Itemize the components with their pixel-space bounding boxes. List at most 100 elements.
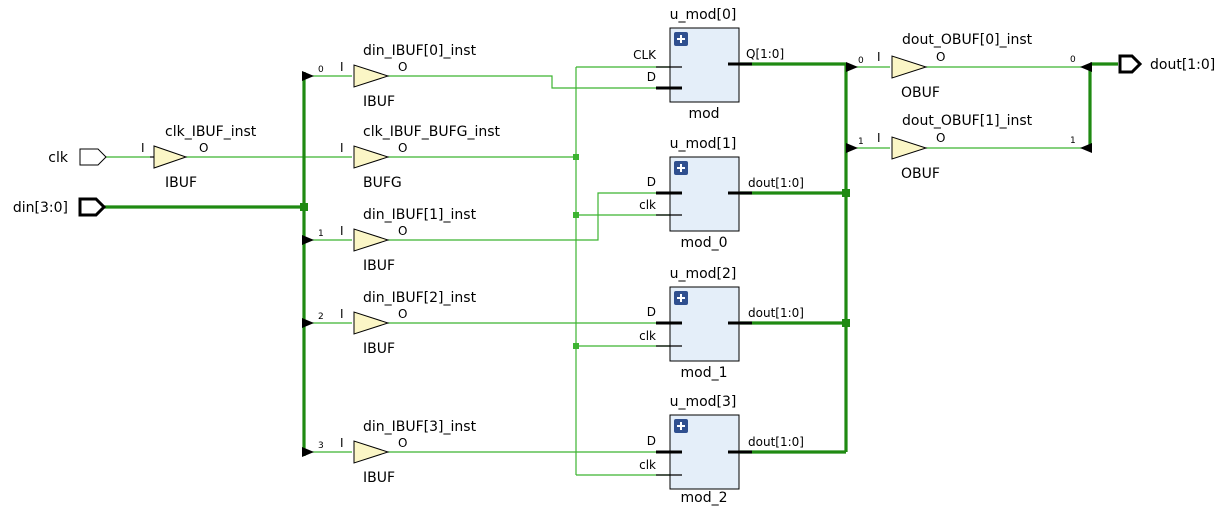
buffer-pin-out: O (398, 224, 407, 238)
bus-index-label: 3 (318, 441, 324, 451)
buffer-pin-in: I (340, 60, 344, 74)
junctions (300, 154, 850, 349)
module-pin-clk: clk (639, 198, 656, 212)
buffer-pin-in: I (877, 131, 881, 145)
buffer-instance-name: dout_OBUF[1]_inst (902, 113, 1033, 129)
module-instance-name: u_mod[1] (670, 136, 737, 152)
buffer-din0-ibuf[interactable]: din_IBUF[0]_inst 0 I O IBUF (318, 43, 477, 110)
port-din-label: din[3:0] (13, 200, 68, 216)
ripper-arrow-1 (302, 235, 314, 245)
module-block-2[interactable]: u_mod[2] D clk dout[1:0] mod_1 (639, 266, 804, 381)
module-pin-out: dout[1:0] (748, 435, 804, 449)
buffer-din3-ibuf[interactable]: din_IBUF[3]_inst 3 I O IBUF (318, 419, 477, 486)
buffer-triangle-icon[interactable] (353, 64, 390, 88)
wire-din1[interactable] (388, 192, 670, 241)
buffer-cell-type: IBUF (363, 94, 395, 110)
module-block-1[interactable]: u_mod[1] D clk dout[1:0] mod_0 (639, 136, 804, 251)
bus-index-label: 0 (858, 56, 864, 66)
buffer-triangle-icon[interactable] (353, 145, 390, 169)
buffer-dout1-obuf[interactable]: dout_OBUF[1]_inst 1 I O 1 OBUF (858, 113, 1076, 182)
buffer-din1-ibuf[interactable]: din_IBUF[1]_inst 1 I O IBUF (318, 207, 477, 274)
buffer-instance-name: clk_IBUF_BUFG_inst (363, 124, 501, 140)
merge-arrow-1 (1080, 143, 1092, 153)
buffer-pin-out: O (199, 141, 208, 155)
buffer-pin-out: O (398, 307, 407, 321)
ripper-arrow-0 (302, 71, 314, 81)
buffer-clk-ibuf[interactable]: clk_IBUF_inst I O IBUF (141, 124, 257, 191)
buffer-cell-type: IBUF (363, 341, 395, 357)
bus-index-label: 1 (1070, 136, 1076, 146)
ripper-arrow-3 (302, 447, 314, 457)
buffer-triangle-icon[interactable] (353, 440, 390, 464)
module-instance-name: u_mod[0] (670, 7, 737, 23)
module-block-3[interactable]: u_mod[3] D clk dout[1:0] mod_2 (639, 394, 804, 506)
buffer-instance-name: clk_IBUF_inst (165, 124, 257, 140)
buffer-cell-type: OBUF (901, 166, 940, 182)
module-instance-name: u_mod[3] (670, 394, 737, 410)
buffer-triangle-icon[interactable] (353, 311, 390, 335)
junction-clk-mod1 (573, 212, 579, 218)
buffer-triangle-icon[interactable] (153, 145, 188, 169)
ripper-arrow-2 (302, 318, 314, 328)
module-pin-out: dout[1:0] (748, 306, 804, 320)
bus-index-label: 2 (318, 312, 324, 322)
buffer-instance-name: din_IBUF[3]_inst (363, 419, 477, 435)
buses (104, 62, 1118, 456)
module-cell-name: mod (688, 106, 719, 122)
buffer-pin-in: I (877, 50, 881, 64)
bus-index-label: 1 (858, 137, 864, 147)
buffer-pin-out: O (398, 141, 407, 155)
buffer-triangle-icon[interactable] (353, 228, 390, 252)
port-clk-label: clk (48, 150, 69, 166)
buffer-pin-in: I (340, 141, 344, 155)
input-bus-port-icon[interactable] (78, 197, 107, 217)
input-port-icon[interactable] (79, 148, 107, 166)
port-dout[interactable]: dout[1:0] (1118, 54, 1215, 74)
buffer-pin-out: O (936, 131, 945, 145)
bus-index-label: 1 (318, 229, 324, 239)
junction-clk-mod2 (573, 343, 579, 349)
buffer-din2-ibuf[interactable]: din_IBUF[2]_inst 2 I O IBUF (318, 290, 477, 357)
port-din[interactable]: din[3:0] (13, 197, 107, 217)
buffer-cell-type: IBUF (165, 175, 197, 191)
output-bus-port-icon[interactable] (1118, 54, 1143, 74)
buffer-instance-name: dout_OBUF[0]_inst (902, 32, 1033, 48)
module-cell-name: mod_1 (681, 365, 728, 381)
buffer-instance-name: din_IBUF[0]_inst (363, 43, 477, 59)
buffer-instance-name: din_IBUF[2]_inst (363, 290, 477, 306)
buffer-clk-bufg[interactable]: clk_IBUF_BUFG_inst I O BUFG (340, 124, 501, 191)
module-pin-d: D (647, 70, 656, 84)
module-pin-clk: clk (639, 329, 656, 343)
buffer-pin-out: O (936, 50, 945, 64)
buffer-cell-type: OBUF (901, 85, 940, 101)
buffer-pin-in: I (340, 224, 344, 238)
module-pin-d: D (647, 434, 656, 448)
buffer-cell-type: IBUF (363, 258, 395, 274)
ripper-arrow-dout1 (846, 143, 858, 153)
buffer-pin-in: I (340, 307, 344, 321)
buffer-cell-type: BUFG (363, 175, 402, 191)
junction-dout-1 (842, 189, 850, 197)
buffer-triangle-icon[interactable] (891, 136, 928, 160)
junction-dout-2 (842, 319, 850, 327)
buffer-pin-in: I (141, 141, 145, 155)
module-pin-out: dout[1:0] (748, 176, 804, 190)
port-clk[interactable]: clk (48, 148, 107, 166)
module-pin-clk: CLK (633, 48, 657, 62)
wire-din0[interactable] (388, 75, 670, 89)
buffer-dout0-obuf[interactable]: dout_OBUF[0]_inst 0 I O 0 OBUF (858, 32, 1076, 101)
bus-index-label: 0 (318, 65, 324, 75)
rippers (302, 62, 1092, 457)
module-pin-d: D (647, 175, 656, 189)
buffer-pin-out: O (398, 60, 407, 74)
module-block-0[interactable]: u_mod[0] CLK D Q[1:0] mod (633, 7, 784, 122)
module-pin-d: D (647, 305, 656, 319)
buffer-triangle-icon[interactable] (891, 55, 928, 79)
module-pin-clk: clk (639, 458, 656, 472)
buffer-pin-out: O (398, 436, 407, 450)
module-instance-name: u_mod[2] (670, 266, 737, 282)
port-dout-label: dout[1:0] (1150, 57, 1215, 73)
buffer-instance-name: din_IBUF[1]_inst (363, 207, 477, 223)
wires (106, 66, 1086, 476)
